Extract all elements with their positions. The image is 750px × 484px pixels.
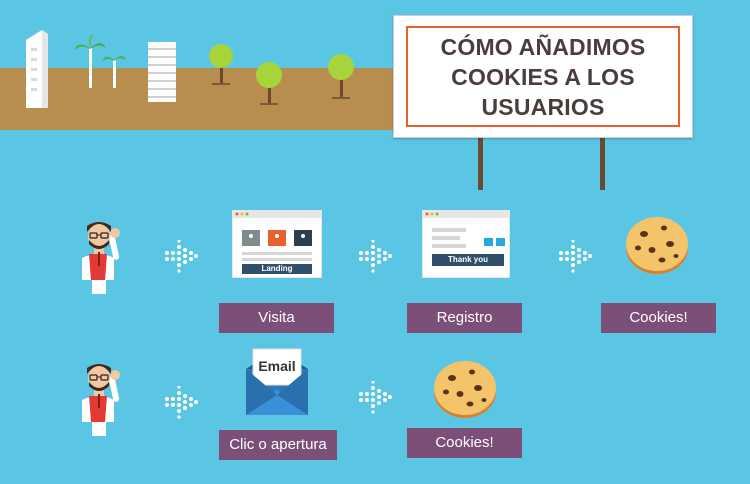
label-register: Registro: [407, 303, 522, 333]
person-icon: [74, 214, 124, 296]
envelope-icon: Email: [246, 345, 308, 417]
label-cookies: Cookies!: [601, 303, 716, 333]
arrow-icon: [557, 240, 593, 274]
label-cookies: Cookies!: [407, 428, 522, 458]
email-card-text: Email: [258, 358, 296, 374]
tree-icon: [256, 62, 282, 105]
person-icon: [74, 356, 124, 438]
browser-landing-icon: Landing: [232, 210, 322, 278]
label-visit: Visita: [219, 303, 334, 333]
cookie-icon: [432, 358, 498, 420]
sign-title-line: USUARIOS: [481, 93, 605, 120]
sign-post: [600, 136, 605, 190]
sign-post: [478, 136, 483, 190]
sign-frame: CÓMO AÑADIMOS COOKIES A LOS USUARIOS: [406, 26, 680, 127]
arrow-icon: [163, 240, 199, 274]
city-scenery: [0, 0, 400, 130]
cookie-icon: [624, 214, 690, 276]
thankyou-banner-text: Thank you: [447, 255, 488, 264]
building-icon: [26, 30, 48, 108]
browser-thankyou-icon: Thank you: [422, 210, 510, 278]
building-icon: [148, 42, 176, 102]
label-click-open: Clic o apertura: [219, 430, 337, 460]
arrow-icon: [357, 240, 393, 274]
landing-banner-text: Landing: [261, 264, 293, 273]
sign-title-line: CÓMO AÑADIMOS: [440, 33, 646, 60]
palm-tree-icon: [102, 56, 126, 88]
tree-icon: [209, 44, 233, 85]
arrow-icon: [357, 381, 393, 415]
arrow-icon: [163, 386, 199, 420]
sign-title-line: COOKIES A LOS: [451, 63, 635, 90]
tree-icon: [328, 54, 354, 99]
title-sign: CÓMO AÑADIMOS COOKIES A LOS USUARIOS: [393, 15, 693, 138]
palm-tree-icon: [74, 34, 106, 88]
